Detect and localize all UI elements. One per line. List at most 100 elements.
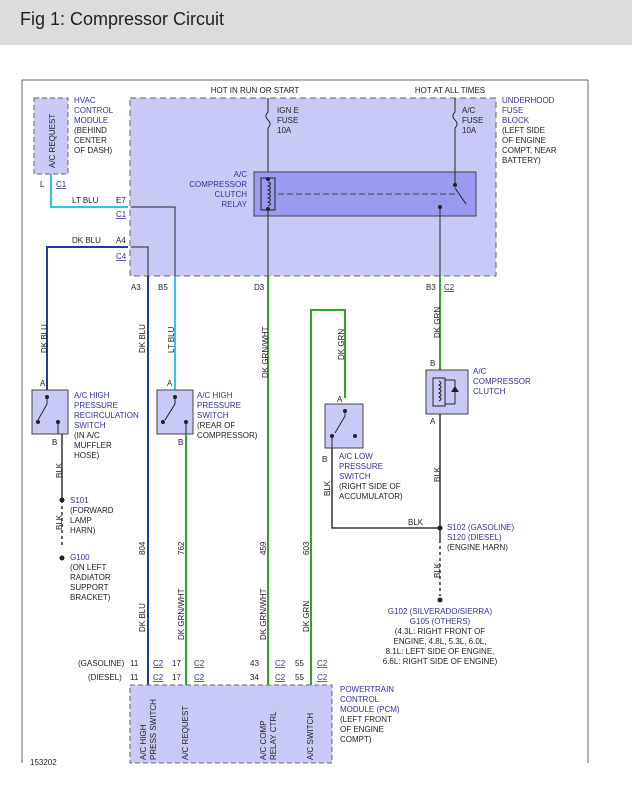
rear-pin-b: B [178,438,183,447]
g102-label: G102 (SILVERADO/SIERRA) G105 (OTHERS) (4… [383,607,498,666]
pcm-c2-d3: C2 [275,673,286,682]
b3-c2-connector: C2 [444,283,455,292]
pcm-pin-d3: 34 [250,673,259,682]
svg-text:IGN E: IGN E [277,106,299,115]
hvac-c1-connector: C1 [56,180,67,189]
page-header: Fig 1: Compressor Circuit [0,0,632,45]
svg-text:(BEHIND: (BEHIND [74,126,107,135]
svg-text:PRESS SWITCH: PRESS SWITCH [149,699,158,760]
svg-text:A/C SWITCH: A/C SWITCH [306,713,315,760]
low-pin-b: B [322,455,327,464]
svg-text:8.1L: LEFT SIDE OF ENGINE,: 8.1L: LEFT SIDE OF ENGINE, [386,647,495,656]
pcm-pin-g2: 17 [172,659,181,668]
blk-label-4: BLK [408,518,424,527]
dk-blu-vertical-label-3: DK BLU [138,603,147,632]
e7-pin: E7 [116,196,126,205]
blk-label-2: BLK [55,514,64,530]
svg-text:10A: 10A [277,126,292,135]
svg-text:A/C HIGH: A/C HIGH [197,391,233,400]
a3-pin: A3 [131,283,141,292]
svg-text:MODULE (PCM): MODULE (PCM) [340,705,400,714]
relay-label: A/C COMPRESSOR CLUTCH RELAY [189,170,247,209]
recirc-switch-label: A/C HIGH PRESSURE RECIRCULATION SWITCH (… [74,391,139,460]
svg-text:SUPPORT: SUPPORT [70,583,109,592]
svg-text:A/C COMP: A/C COMP [259,720,268,760]
recirc-pin-b: B [52,438,57,447]
g102-ground [437,597,443,603]
svg-text:G105 (OTHERS): G105 (OTHERS) [410,617,471,626]
dk-blu-wire-recirc [46,246,128,380]
svg-text:SWITCH: SWITCH [74,421,106,430]
svg-text:RELAY CTRL: RELAY CTRL [269,711,278,760]
recirc-pin-a: A [40,379,46,388]
svg-text:SWITCH: SWITCH [339,472,371,481]
dk-blu-vertical-label-2: DK BLU [138,324,147,353]
svg-text:OF ENGINE: OF ENGINE [340,725,384,734]
svg-text:COMPT): COMPT) [340,735,372,744]
clutch-pin-a: A [430,417,436,426]
svg-text:ENGINE, 4.8L, 5.3L, 6.0L,: ENGINE, 4.8L, 5.3L, 6.0L, [394,637,487,646]
circuit-459: 459 [259,541,268,555]
s101-label: S101 (FORWARD LAMP HARN) [70,496,114,535]
dk-grn-wht-vertical-label-3: DK GRN/WHT [259,588,268,640]
pcm-c2-g2: C2 [194,659,205,668]
wiring-diagram: HOT IN RUN OR START HOT AT ALL TIMES UND… [21,79,589,767]
low-switch-label: A/C LOW PRESSURE SWITCH (RIGHT SIDE OF A… [339,452,403,501]
circuit-804: 804 [138,541,147,555]
svg-text:(ENGINE HARN): (ENGINE HARN) [447,543,508,552]
lt-blu-vertical-label: LT BLU [167,326,176,353]
svg-text:MODULE: MODULE [74,116,108,125]
svg-text:PRESSURE: PRESSURE [339,462,383,471]
s102-label: S102 (GASOLINE) S120 (DIESEL) (ENGINE HA… [447,523,514,552]
pcm-pin-d2: 17 [172,673,181,682]
svg-text:OF ENGINE: OF ENGINE [502,136,546,145]
hvac-control-module: A/C REQUEST [33,97,69,175]
dk-blu-label: DK BLU [72,236,101,245]
svg-text:6.6L: RIGHT SIDE OF ENGINE): 6.6L: RIGHT SIDE OF ENGINE) [383,657,498,666]
pcm-c2-g3: C2 [275,659,286,668]
svg-text:LAMP: LAMP [70,516,92,525]
dk-blu-vertical-label-1: DK BLU [40,324,49,353]
diagram-id: 153202 [30,758,57,767]
svg-text:CONTROL: CONTROL [74,106,114,115]
b3-pin: B3 [426,283,436,292]
ac-fuse [452,98,458,172]
svg-text:FUSE: FUSE [462,116,483,125]
svg-text:G102 (SILVERADO/SIERRA): G102 (SILVERADO/SIERRA) [388,607,493,616]
svg-text:COMPRESSOR: COMPRESSOR [473,377,531,386]
gasoline-row-label: (GASOLINE) [78,659,125,668]
ac-fuse-label: A/C FUSE 10A [462,106,483,135]
hot-at-all-times-label: HOT AT ALL TIMES [415,86,485,95]
svg-text:A/C: A/C [462,106,476,115]
svg-text:10A: 10A [462,126,477,135]
svg-text:PRESSURE: PRESSURE [74,401,118,410]
svg-text:BATTERY): BATTERY) [502,156,541,165]
ac-compressor-clutch-relay [253,171,477,217]
svg-text:BLOCK: BLOCK [502,116,530,125]
pcm-c2-d1: C2 [153,673,164,682]
svg-text:A/C HIGH: A/C HIGH [139,724,148,760]
svg-text:UNDERHOOD: UNDERHOOD [502,96,555,105]
hvac-module-label: HVAC CONTROL MODULE (BEHIND CENTER OF DA… [74,96,114,155]
pcm-input-labels: A/C HIGH PRESS SWITCH A/C REQUEST A/C CO… [139,699,315,760]
svg-text:BRACKET): BRACKET) [70,593,111,602]
pcm-c2-d4: C2 [317,673,328,682]
hvac-pin-l: L [40,180,45,189]
circuit-603: 603 [302,541,311,555]
lt-blu-label: LT BLU [72,196,99,205]
svg-text:(FORWARD: (FORWARD [70,506,114,515]
svg-text:(ON LEFT: (ON LEFT [70,563,107,572]
pcm-c2-d2: C2 [194,673,205,682]
dk-grn-wht-vertical-label-2: DK GRN/WHT [177,588,186,640]
pcm-pin-g4: 55 [295,659,304,668]
svg-text:HOSE): HOSE) [74,451,100,460]
svg-text:A/C REQUEST: A/C REQUEST [181,706,190,760]
svg-text:RECIRCULATION: RECIRCULATION [74,411,139,420]
blk-wire-low-switch [331,448,440,529]
pcm-pin-d1: 11 [130,673,139,682]
svg-text:POWERTRAIN: POWERTRAIN [340,685,394,694]
svg-text:ACCUMULATOR): ACCUMULATOR) [339,492,403,501]
ac-request-vertical-label: A/C REQUEST [48,114,57,168]
svg-text:COMPT, NEAR: COMPT, NEAR [502,146,557,155]
dk-grn-wht-vertical-label-1: DK GRN/WHT [261,326,270,378]
